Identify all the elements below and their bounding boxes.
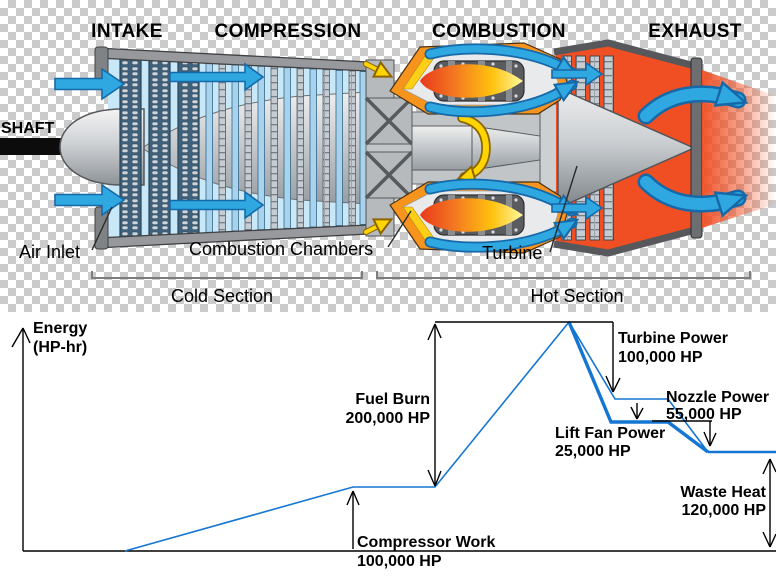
waste-heat-arrow [762, 458, 776, 548]
inlet-airflow-arrow-top [54, 67, 126, 101]
shaft-rotation-arrow [462, 113, 491, 177]
section-brackets [91, 271, 751, 279]
nozzle-power-value: 55,000 HP [666, 406, 742, 423]
exhaust-casing-bottom [553, 226, 696, 257]
section-label-intake: INTAKE [91, 21, 163, 42]
fuel-burn-value: 200,000 HP [345, 410, 430, 427]
compressor-airflow-arrow-top [169, 62, 265, 92]
waste-heat-label: Waste Heat [680, 484, 766, 501]
nozzle-power-arrow [652, 420, 717, 447]
turbine-airflow-arrow-top [551, 61, 604, 87]
combustion-chamber-lower [390, 182, 572, 253]
strut-x-brace [364, 96, 414, 200]
energy-chart-svg: Energy (HP-hr) Fuel Burn 200,000 HP Turb… [11, 320, 776, 570]
turbine-power-value: 100,000 HP [618, 349, 703, 366]
turbine-power-arrow [605, 322, 621, 393]
leader-lines [91, 165, 578, 253]
exhaust-cone [557, 86, 696, 210]
engine-labels: INTAKE COMPRESSION COMBUSTION EXHAUST SH… [1, 21, 751, 306]
axes [11, 327, 776, 552]
energy-chart: Energy (HP-hr) Fuel Burn 200,000 HP Turb… [0, 312, 776, 583]
exhaust-airflow-arrows [637, 80, 749, 218]
fuel-burn-arrow [427, 323, 442, 487]
section-label-combustion: COMBUSTION [432, 21, 566, 42]
compressor-work-label: Compressor Work [357, 534, 496, 551]
fuel-feed-arrows [363, 64, 386, 232]
compressor-blades [205, 63, 367, 233]
shaft-bar [0, 138, 64, 155]
exhaust-plume [702, 70, 776, 228]
engine-diagram: INTAKE COMPRESSION COMBUSTION EXHAUST SH… [0, 0, 776, 312]
y-axis-arrowhead [11, 327, 31, 348]
nozzle-power-label: Nozzle Power [666, 389, 769, 406]
lift-fan-power-value: 25,000 HP [555, 443, 631, 460]
compressor-airflow-arrow-bottom [169, 190, 265, 220]
shaft-label: SHAFT [1, 120, 55, 137]
inlet-airflow-arrow-bottom [54, 183, 126, 217]
compressor-section [0, 46, 369, 250]
combustion-chamber-upper [389, 42, 572, 118]
fuel-burn-label: Fuel Burn [355, 391, 430, 408]
compressor-work-value: 100,000 HP [357, 553, 442, 570]
combustor-airflow-arrow [426, 45, 572, 73]
annotation-lines [346, 321, 776, 549]
hot-section-label: Hot Section [530, 286, 623, 306]
flame [420, 64, 523, 98]
turbine-label: Turbine [482, 243, 542, 263]
compressor-work-arrow [346, 490, 360, 549]
exhaust-casing-top [553, 39, 696, 70]
lift-fan-power-label: Lift Fan Power [555, 425, 665, 442]
cold-section-label: Cold Section [171, 286, 273, 306]
waste-heat-value: 120,000 HP [681, 502, 766, 519]
lift-fan-power-arrow [630, 403, 644, 420]
chart-labels: Energy (HP-hr) Fuel Burn 200,000 HP Turb… [33, 320, 769, 570]
turbine-airflow-arrow-bottom [551, 195, 604, 221]
y-axis-title-line1: Energy [33, 320, 87, 337]
section-label-exhaust: EXHAUST [648, 21, 742, 42]
airflow-arrows [54, 61, 604, 221]
combustor-airflow-arrow [426, 85, 572, 116]
combustion-chambers-label: Combustion Chambers [189, 239, 373, 259]
air-inlet-label: Air Inlet [19, 242, 80, 262]
section-label-compression: COMPRESSION [215, 21, 362, 42]
energy-line-lift-fan [567, 321, 710, 454]
engine-svg: INTAKE COMPRESSION COMBUSTION EXHAUST SH… [0, 21, 776, 306]
turbine-power-label: Turbine Power [618, 330, 728, 347]
y-axis-title-line2: (HP-hr) [33, 339, 87, 356]
